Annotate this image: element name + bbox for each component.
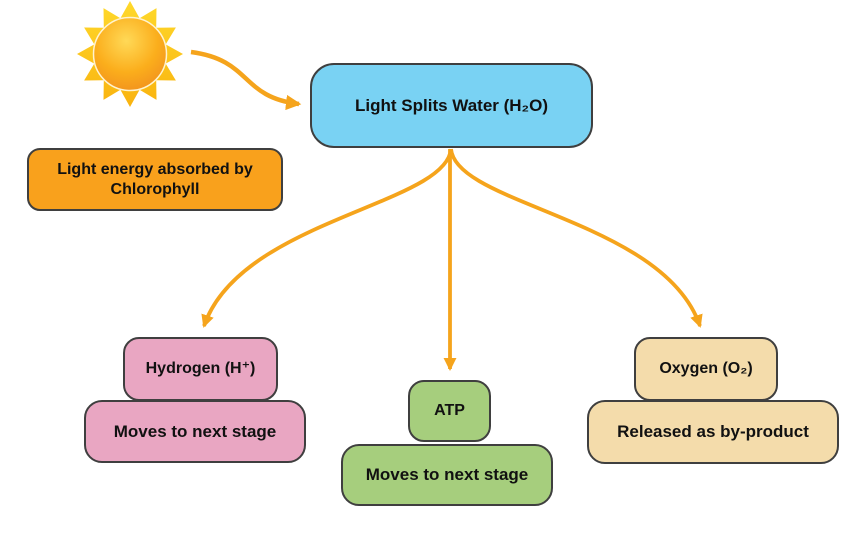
node-atp-next-stage-label: Moves to next stage: [365, 465, 529, 485]
arrow-sun-to-light-splits: [190, 49, 302, 111]
node-oxygen-label: Oxygen (O₂): [659, 360, 753, 377]
node-hydrogen: Hydrogen (H⁺): [123, 337, 278, 401]
node-light-splits-water-label: Light Splits Water (H₂O): [355, 95, 548, 115]
node-oxygen-byproduct: Released as by-product: [587, 400, 839, 464]
node-atp-label: ATP: [434, 402, 465, 419]
node-oxygen-byproduct-label: Released as by-product: [617, 422, 809, 442]
sun-icon: [77, 1, 183, 107]
node-light-energy-chlorophyll: Light energy absorbed by Chlorophyll: [27, 148, 283, 211]
node-atp: ATP: [408, 380, 491, 442]
node-oxygen: Oxygen (O₂): [634, 337, 778, 401]
arrow-to-hydrogen: [201, 148, 453, 328]
node-atp-next-stage: Moves to next stage: [341, 444, 553, 506]
arrow-to-oxygen: [449, 148, 703, 328]
node-light-energy-chlorophyll-label: Light energy absorbed by Chlorophyll: [57, 160, 253, 198]
node-light-splits-water: Light Splits Water (H₂O): [310, 63, 593, 148]
node-hydrogen-next-stage: Moves to next stage: [84, 400, 306, 463]
node-hydrogen-label: Hydrogen (H⁺): [145, 360, 256, 377]
node-hydrogen-next-stage-label: Moves to next stage: [113, 421, 277, 441]
